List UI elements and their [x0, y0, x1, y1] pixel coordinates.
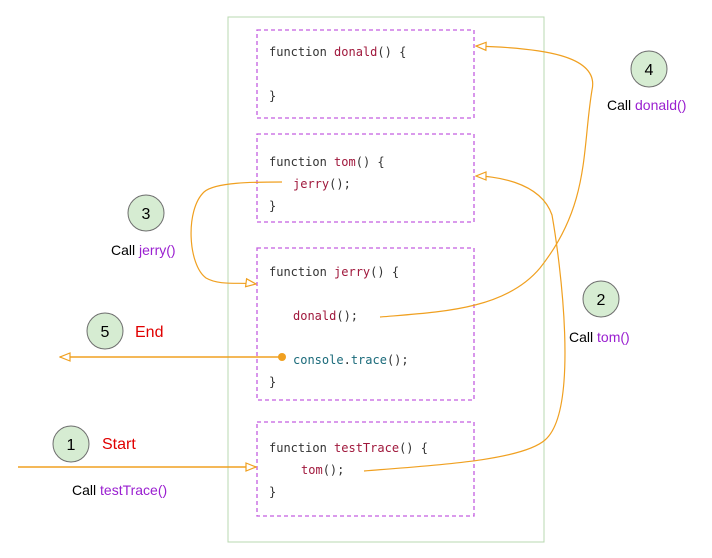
step-3-number: 3: [142, 206, 151, 223]
arrow-call-donald: [379, 46, 594, 318]
jerry-donald-call: donald();: [293, 309, 358, 323]
start-label: Start: [102, 436, 136, 453]
trace-origin-dot: [278, 353, 286, 361]
jerry-signature: function jerry() {: [269, 265, 399, 279]
step-4-circle: [630, 50, 668, 88]
end-label: End: [135, 324, 163, 341]
testtrace-function-box: [256, 421, 475, 517]
step-4-caption: Call donald(): [607, 97, 686, 113]
step-1-caption: Call testTrace(): [72, 482, 167, 498]
step-2-caption: Call tom(): [569, 329, 630, 345]
tom-jerry-call: jerry();: [293, 177, 351, 191]
tom-closing-brace: }: [269, 199, 276, 213]
step-2-number: 2: [597, 292, 606, 309]
outer-container: [227, 16, 545, 543]
jerry-console-trace: console.trace();: [293, 353, 409, 367]
step-1-circle: [52, 425, 90, 463]
jerry-closing-brace: }: [269, 375, 276, 389]
testtrace-tom-call: tom();: [301, 463, 344, 477]
step-4-number: 4: [645, 62, 654, 79]
step-5-number: 5: [101, 324, 110, 341]
donald-signature: function donald() {: [269, 45, 406, 59]
arrow-call-jerry: [190, 181, 283, 284]
tom-signature: function tom() {: [269, 155, 385, 169]
donald-function-box: [256, 29, 475, 119]
testtrace-closing-brace: }: [269, 485, 276, 499]
step-5-circle: [86, 312, 124, 350]
arrow-call-tom: [363, 176, 566, 472]
step-2-circle: [582, 280, 620, 318]
step-3-circle: [127, 194, 165, 232]
testtrace-signature: function testTrace() {: [269, 441, 428, 455]
donald-closing-brace: }: [269, 89, 276, 103]
step-1-number: 1: [67, 437, 76, 454]
tom-function-box: [256, 133, 475, 223]
jerry-function-box: [256, 247, 475, 401]
step-3-caption: Call jerry(): [111, 242, 176, 258]
